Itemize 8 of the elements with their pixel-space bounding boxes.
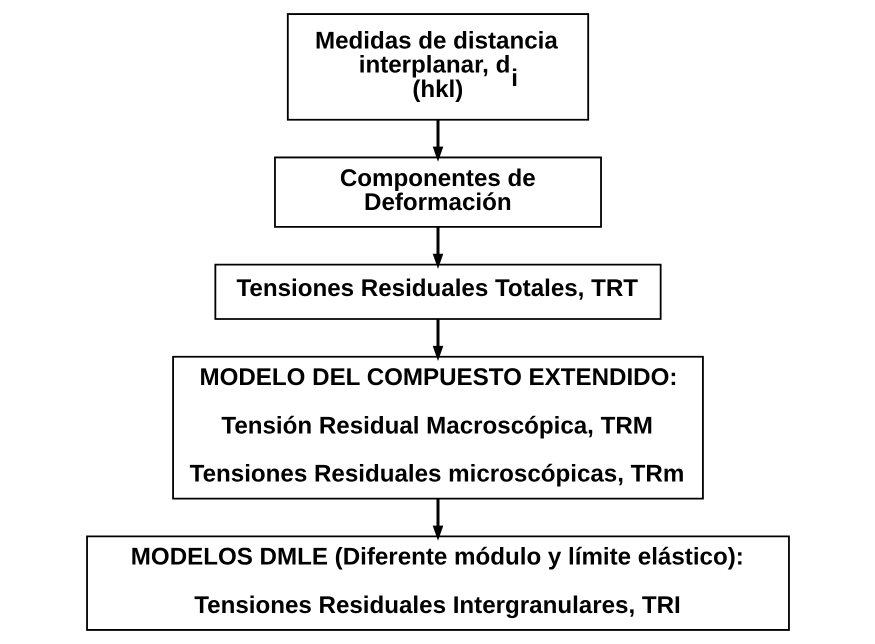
node-box: Componentes de Deformación (274, 156, 602, 228)
arrow (432, 120, 443, 162)
arrow (432, 320, 443, 361)
node-box: Tensiones Residuales Totales, TRT (214, 264, 662, 320)
node-box: MODELOS DMLE (Diferente módulo y límite elástico): Tensiones Residuales Intergranulares, TRI (86, 535, 790, 631)
node-box: MODELO DEL COMPUESTO EXTENDIDO: Tensión Residual Macroscópica, TRM Tensiones Residuales microscópicas, TRm (172, 356, 704, 500)
arrow (432, 226, 443, 269)
arrow (432, 498, 443, 541)
